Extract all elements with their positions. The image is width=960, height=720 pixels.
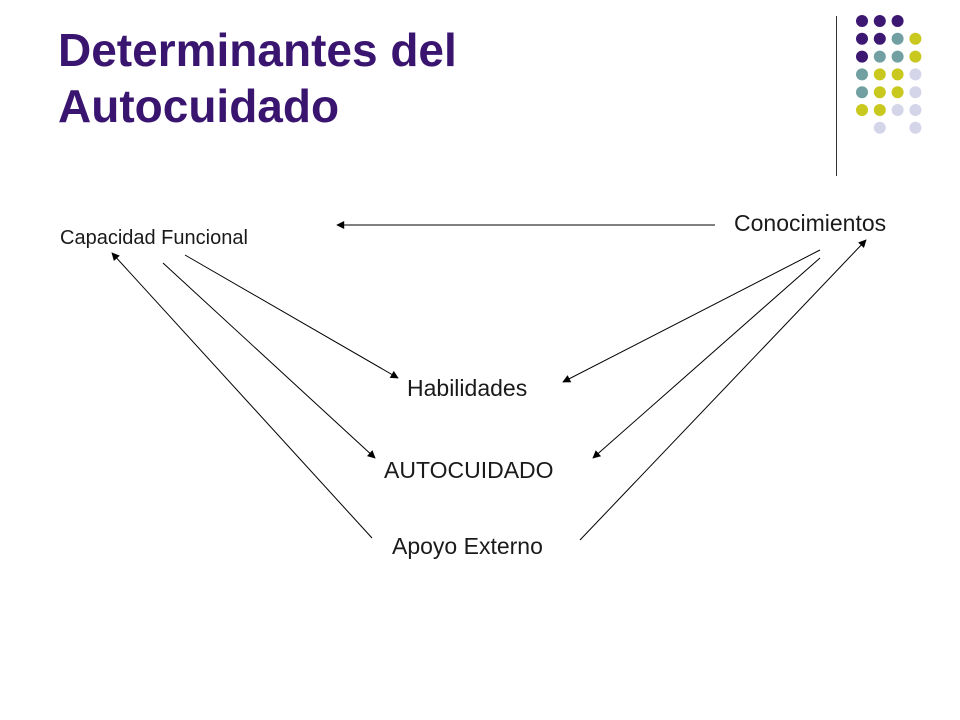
node-capacidad-funcional: Capacidad Funcional <box>60 227 248 249</box>
decor-dot <box>891 104 904 116</box>
decor-dot <box>873 104 886 116</box>
decor-dot <box>909 86 922 99</box>
node-habilidades: Habilidades <box>407 375 528 401</box>
decor-dot <box>891 32 904 45</box>
title-line-2: Autocuidado <box>58 80 340 132</box>
decor-dot <box>873 50 886 63</box>
node-conocimientos: Conocimientos <box>734 210 887 236</box>
decor-dot <box>891 86 904 99</box>
slide-title: Determinantes del Autocuidado <box>58 22 457 134</box>
node-apoyo-externo: Apoyo Externo <box>392 533 543 559</box>
arrow-capacidad-to-habilidades <box>184 254 399 379</box>
decor-dot <box>909 32 922 45</box>
decor-dot <box>909 104 922 116</box>
decor-dot <box>891 68 904 81</box>
decor-dot <box>856 32 868 45</box>
arrow-conocimientos-to-autocuidado <box>592 257 821 459</box>
decor-dot <box>856 86 868 99</box>
decor-dot <box>856 104 868 116</box>
decor-dot <box>909 121 922 134</box>
decor-dot <box>856 68 868 81</box>
decor-dot <box>909 68 922 81</box>
arrow-apoyo-to-conocimientos <box>579 239 867 541</box>
decor-dot <box>891 15 904 27</box>
arrow-apoyo-to-capacidad <box>111 252 373 539</box>
decor-dot <box>891 50 904 63</box>
decor-dot <box>873 68 886 81</box>
decor-dot <box>873 15 886 27</box>
arrow-conocimientos-to-habilidades <box>562 249 821 383</box>
decor-dot <box>909 50 922 63</box>
decor-dot <box>873 32 886 45</box>
node-autocuidado: AUTOCUIDADO <box>384 457 554 483</box>
decor-dot <box>856 50 868 63</box>
decor-dot <box>873 86 886 99</box>
decor-dot <box>873 121 886 134</box>
arrow-capacidad-to-autocuidado <box>162 262 376 459</box>
title-line-1: Determinantes del <box>58 24 457 76</box>
divider-line <box>836 16 837 176</box>
decor-dot <box>856 15 868 27</box>
